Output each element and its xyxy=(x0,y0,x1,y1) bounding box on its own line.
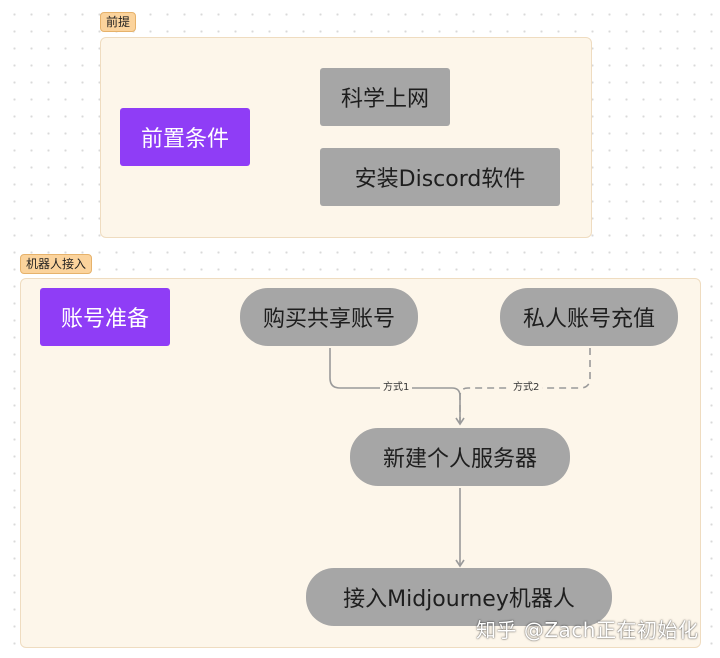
new-server-node[interactable]: 新建个人服务器 xyxy=(350,428,570,486)
bot-group-tag: 机器人接入 xyxy=(20,254,93,274)
account-label-node[interactable]: 账号准备 xyxy=(40,288,170,346)
prereq-label-node[interactable]: 前置条件 xyxy=(120,108,250,166)
install-discord-node[interactable]: 安装Discord软件 xyxy=(320,148,560,206)
buy-shared-account-node[interactable]: 购买共享账号 xyxy=(240,288,418,346)
edge-label-method1: 方式1 xyxy=(380,381,413,394)
add-midjourney-bot-node[interactable]: 接入Midjourney机器人 xyxy=(306,568,612,626)
vpn-node[interactable]: 科学上网 xyxy=(320,68,450,126)
watermark: 知乎 @Zach正在初始化 xyxy=(476,618,699,642)
prereq-group-tag: 前提 xyxy=(100,12,137,32)
private-account-recharge-node[interactable]: 私人账号充值 xyxy=(500,288,678,346)
edge-label-method2: 方式2 xyxy=(510,381,543,394)
